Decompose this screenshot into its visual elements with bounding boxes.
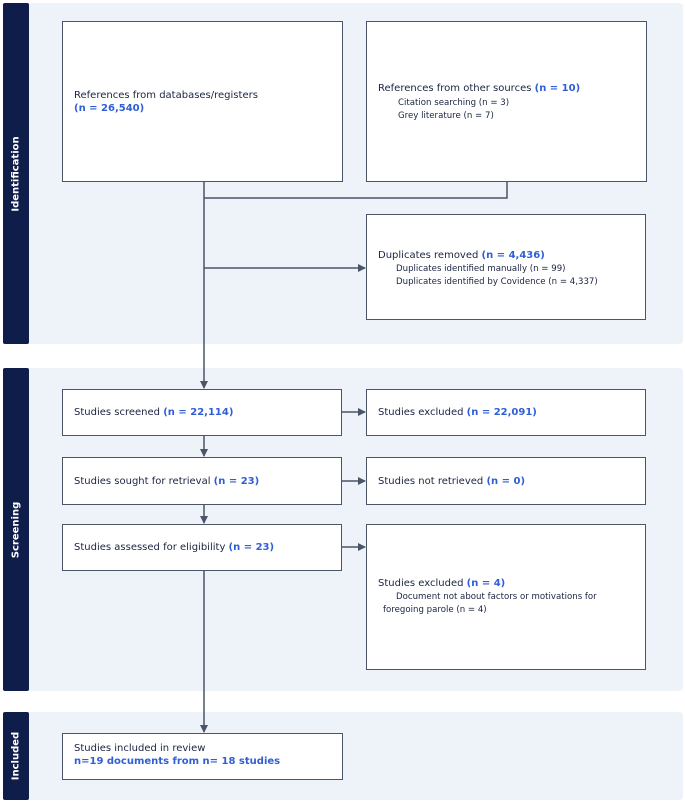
grey-literature-item: Grey literature (n = 7) xyxy=(398,110,494,121)
screened-label: Studies screened xyxy=(74,407,161,418)
other-sources-box: References from other sources (n = 10) C… xyxy=(366,21,647,182)
other-sources-connector xyxy=(204,181,508,199)
duplicates-covidence-item: Duplicates identified by Covidence (n = … xyxy=(396,276,598,287)
included-stage-bar: Included xyxy=(3,712,29,800)
databases-label: References from databases/registers xyxy=(74,90,258,101)
included-count: n=19 documents from n= 18 studies xyxy=(74,756,281,767)
sought-retrieval-box: Studies sought for retrieval (n = 23) xyxy=(62,457,342,505)
duplicates-manual-item: Duplicates identified manually (n = 99) xyxy=(396,264,566,274)
eligibility-box: Studies assessed for eligibility (n = 23… xyxy=(62,524,342,571)
other-sources-label: References from other sources xyxy=(378,83,532,94)
included-label: Studies included in review xyxy=(74,743,206,754)
eligibility-label: Studies assessed for eligibility xyxy=(74,542,226,553)
studies-excluded-box: Studies excluded (n = 22,091) xyxy=(366,389,646,436)
duplicates-label: Duplicates removed xyxy=(378,250,479,261)
duplicates-count: (n = 4,436) xyxy=(481,250,545,261)
databases-count: (n = 26,540) xyxy=(74,103,145,114)
exclusion-reason: Document not about factors or motivation… xyxy=(396,592,597,602)
not-retrieved-box: Studies not retrieved (n = 0) xyxy=(366,457,646,505)
not-retrieved-label: Studies not retrieved xyxy=(378,476,484,487)
excluded-count: (n = 22,091) xyxy=(466,407,537,418)
excluded-label: Studies excluded xyxy=(378,407,464,418)
eligibility-excluded-count: (n = 4) xyxy=(466,578,506,589)
citation-searching-item: Citation searching (n = 3) xyxy=(398,98,510,108)
studies-screened-box: Studies screened (n = 22,114) xyxy=(62,389,342,436)
screening-stage-bar: Screening xyxy=(3,368,29,691)
databases-box: References from databases/registers (n =… xyxy=(62,21,343,182)
screened-count: (n = 22,114) xyxy=(163,407,234,418)
exclusion-reason-cont: foregoing parole (n = 4) xyxy=(383,604,487,615)
eligibility-excluded-box: Studies excluded (n = 4) Document not ab… xyxy=(366,524,646,670)
not-retrieved-count: (n = 0) xyxy=(486,476,526,487)
duplicates-box: Duplicates removed (n = 4,436) Duplicate… xyxy=(366,214,646,320)
studies-included-box: Studies included in review n=19 document… xyxy=(62,733,343,780)
eligibility-count: (n = 23) xyxy=(228,542,275,553)
other-sources-count: (n = 10) xyxy=(534,83,581,94)
eligibility-excluded-label: Studies excluded xyxy=(378,578,464,589)
retrieval-label: Studies sought for retrieval xyxy=(74,476,211,487)
identification-stage-bar: Identification xyxy=(3,3,29,344)
retrieval-count: (n = 23) xyxy=(213,476,260,487)
